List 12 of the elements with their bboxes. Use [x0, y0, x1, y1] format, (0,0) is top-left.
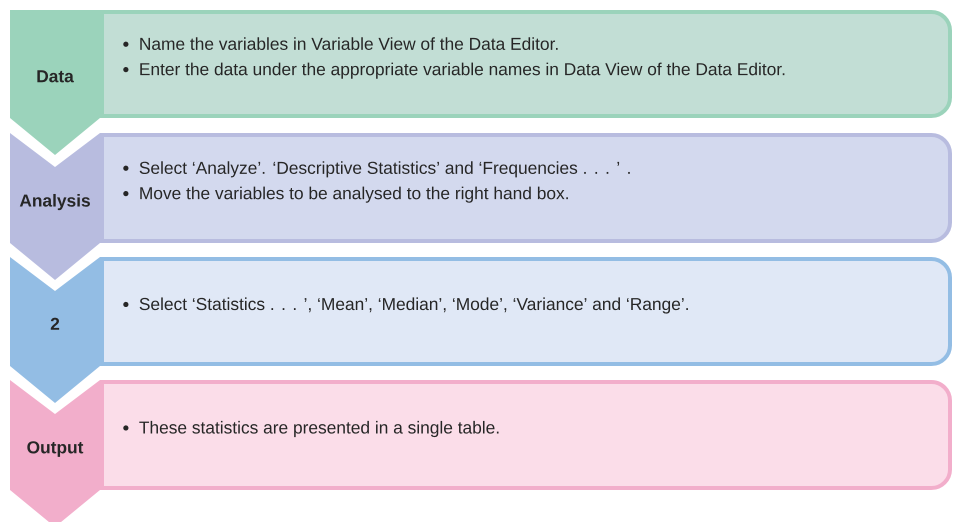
instruction-box: Select ‘Analyze’. ‘Descriptive Statistics’ and ‘Frequencies . . . ’ . Move the variables to be analysed to the right hand box.: [100, 133, 952, 243]
node-label: 2: [50, 318, 60, 330]
node-label: Analysis: [20, 194, 90, 210]
node-label: Data: [37, 70, 74, 82]
instruction-box: Name the variables in Variable View of the Data Editor. Enter the data under the appropriate variable names in Data View of the Data Editor.: [100, 10, 952, 118]
stage-banner: Data: [10, 10, 100, 155]
node-label: Output: [27, 441, 84, 457]
stage-banner: Output: [10, 380, 100, 522]
stage-banner: 2: [10, 257, 100, 403]
instruction-box: These statistics are presented in a single table.: [100, 380, 952, 490]
instruction-box: Select ‘Statistics . . . ’, ‘Mean’, ‘Median’, ‘Mode’, ‘Variance’ and ‘Range’.: [100, 257, 952, 366]
stage-banner: Analysis: [10, 133, 100, 280]
